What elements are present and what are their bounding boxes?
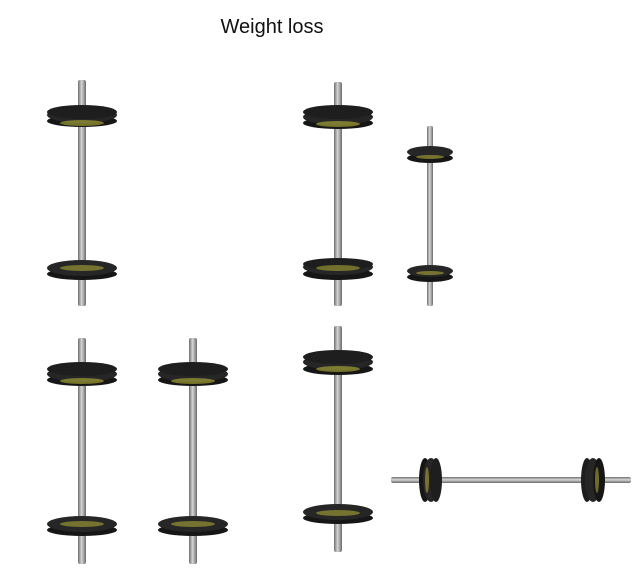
- barbell-icon: [158, 338, 228, 564]
- barbell-icon: [303, 326, 373, 552]
- barbell-icon: [407, 126, 453, 306]
- barbell-icon: [47, 80, 117, 306]
- barbell-icon: [391, 458, 631, 502]
- page-title: Weight loss: [220, 16, 324, 38]
- barbell-icon: [47, 338, 117, 564]
- barbell-icon: [303, 82, 373, 306]
